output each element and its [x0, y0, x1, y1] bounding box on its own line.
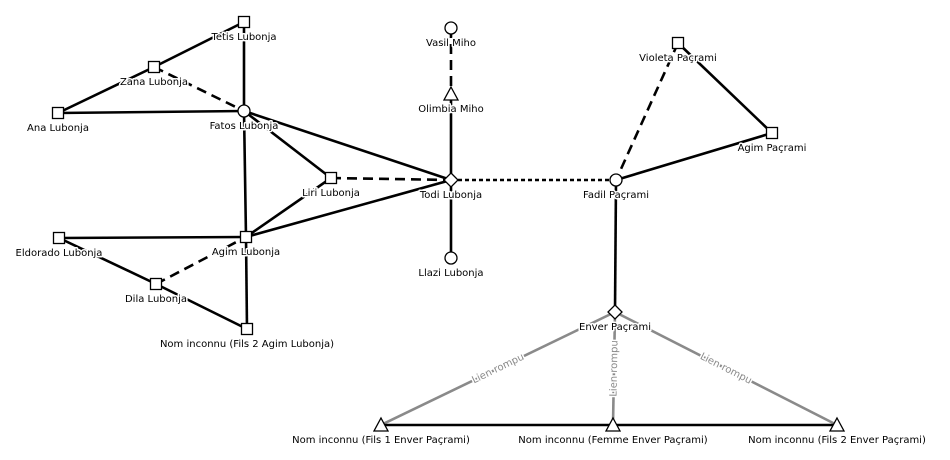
edge-liri-todi: [330, 176, 452, 182]
node-label: Fadil Paçrami: [583, 190, 649, 201]
node-label: Enver Paçrami: [579, 322, 651, 333]
node-marker-triangle[interactable]: [604, 416, 622, 432]
node-label: Agim Lubonja: [212, 247, 280, 258]
edge-eldorado-agim_l: [58, 235, 247, 240]
node-nom_agim[interactable]: Nom inconnu (Fils 2 Agim Lubonja): [158, 322, 336, 352]
edge-tetis-zana: [153, 20, 245, 69]
edge-label-enver-fils2: Lien rompu: [698, 351, 753, 386]
node-label: Eldorado Lubonja: [16, 248, 103, 259]
node-label: Fatos Lubonja: [210, 121, 279, 132]
edge-fatos-agim_l: [242, 110, 248, 238]
edge-dila-nom_agim: [155, 282, 248, 331]
edge-enver-femme: [611, 311, 617, 426]
node-marker-square[interactable]: [52, 231, 66, 245]
node-marker-square[interactable]: [237, 15, 251, 29]
node-marker-square[interactable]: [239, 230, 253, 244]
node-fils1[interactable]: Nom inconnu (Fils 1 Enver Paçrami): [291, 416, 471, 448]
edge-violeta-fadil: [614, 42, 680, 181]
node-marker-circle[interactable]: [444, 21, 458, 35]
node-label: Llazi Lubonja: [418, 268, 483, 279]
node-eldorado[interactable]: Eldorado Lubonja: [14, 231, 104, 261]
edge-liri-agim_l: [245, 176, 332, 239]
node-vasil[interactable]: Vasil Miho: [425, 21, 478, 51]
edge-ana-fatos: [57, 109, 245, 115]
node-tetis[interactable]: Tetis Lubonja: [209, 15, 278, 45]
node-todi[interactable]: Todi Lubonja: [417, 172, 484, 203]
edge-enver-fils1: [380, 310, 616, 427]
node-label: Ana Lubonja: [27, 123, 89, 134]
edge-label-enver-femme: Lien rompu: [609, 340, 621, 397]
node-fadil[interactable]: Fadil Paçrami: [581, 173, 651, 203]
edge-dila-agim_l: [155, 235, 247, 286]
node-label: Liri Lubonja: [302, 188, 360, 199]
node-violeta[interactable]: Violeta Paçrami: [638, 36, 718, 66]
node-label: Nom inconnu (Fils 2 Agim Lubonja): [160, 339, 334, 350]
node-marker-square[interactable]: [240, 322, 254, 336]
node-ana[interactable]: Ana Lubonja: [26, 106, 90, 136]
node-label: Nom inconnu (Fils 1 Enver Paçrami): [292, 435, 470, 446]
node-marker-square[interactable]: [324, 171, 338, 185]
node-enver[interactable]: Enver Paçrami: [578, 304, 652, 335]
node-marker-square[interactable]: [765, 126, 779, 140]
node-zana[interactable]: Zana Lubonja: [118, 60, 190, 90]
edge-fatos-todi: [243, 109, 452, 182]
edge-fadil-agim_p: [615, 131, 773, 182]
node-olimbia[interactable]: Olimbia Miho: [417, 85, 485, 117]
node-label: Nom inconnu (Fils 2 Enver Paçrami): [748, 435, 926, 446]
node-label: Todi Lubonja: [419, 190, 482, 201]
node-marker-circle[interactable]: [237, 104, 251, 118]
node-agim_l[interactable]: Agim Lubonja: [210, 230, 282, 260]
node-fils2[interactable]: Nom inconnu (Fils 2 Enver Paçrami): [747, 416, 927, 448]
node-marker-circle[interactable]: [609, 173, 623, 187]
edge-fatos-liri: [243, 109, 332, 180]
node-label: Olimbia Miho: [418, 104, 483, 115]
node-label: Agim Paçrami: [738, 143, 807, 154]
edge-zana-fatos: [153, 65, 245, 113]
node-label: Zana Lubonja: [120, 77, 188, 88]
node-femme[interactable]: Nom inconnu (Femme Enver Paçrami): [517, 416, 709, 448]
edge-agim_l-todi: [245, 178, 452, 239]
node-marker-square[interactable]: [149, 277, 163, 291]
edge-violeta-agim_p: [677, 42, 773, 134]
node-marker-square[interactable]: [147, 60, 161, 74]
edge-agim_l-nom_agim: [244, 236, 249, 330]
node-marker-triangle[interactable]: [828, 416, 846, 432]
edge-labels-layer: Lien rompu Lien rompu Lien rompu: [469, 339, 755, 399]
edges-layer: [57, 20, 838, 427]
node-marker-diamond[interactable]: [443, 172, 459, 188]
node-marker-circle[interactable]: [444, 251, 458, 265]
node-dila[interactable]: Dila Lubonja: [123, 277, 189, 307]
node-label: Violeta Paçrami: [639, 53, 717, 64]
edge-enver-fils2: [614, 310, 838, 427]
node-marker-square[interactable]: [51, 106, 65, 120]
edge-label-enver-fils1: Lien rompu: [470, 352, 526, 386]
node-marker-diamond[interactable]: [607, 304, 623, 320]
edge-fadil-enver: [613, 179, 618, 313]
node-marker-triangle[interactable]: [372, 416, 390, 432]
node-fatos[interactable]: Fatos Lubonja: [208, 104, 280, 134]
edge-eldorado-dila: [58, 236, 157, 286]
node-agim_p[interactable]: Agim Paçrami: [736, 126, 808, 156]
edge-zana-ana: [57, 65, 155, 115]
node-marker-square[interactable]: [671, 36, 685, 50]
node-label: Tetis Lubonja: [210, 32, 276, 43]
node-label: Dila Lubonja: [125, 294, 187, 305]
node-llazi[interactable]: Llazi Lubonja: [417, 251, 485, 281]
node-marker-triangle[interactable]: [442, 85, 460, 101]
node-label: Nom inconnu (Femme Enver Paçrami): [518, 435, 707, 446]
node-label: Vasil Miho: [426, 38, 476, 49]
node-liri[interactable]: Liri Lubonja: [301, 171, 361, 201]
